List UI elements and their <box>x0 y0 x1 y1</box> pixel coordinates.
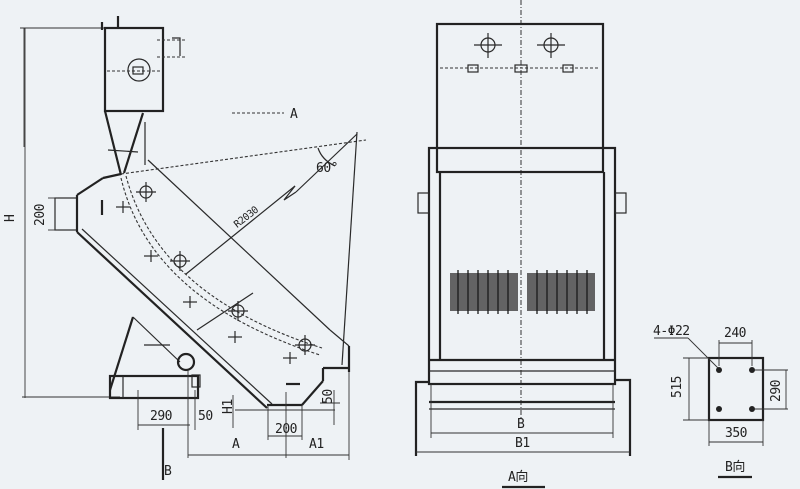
view-arrow-B: B <box>164 464 172 479</box>
dim-B: B <box>517 417 525 432</box>
dim-height-H1: H1 <box>221 399 236 414</box>
dim-height-H: H <box>3 214 18 222</box>
dim-plate-350: 350 <box>725 426 747 441</box>
view-arrow-A: A <box>290 107 298 122</box>
dim-B1: B1 <box>515 436 530 451</box>
screen-mesh-left <box>450 273 518 311</box>
view-title-B: B向 <box>725 460 745 475</box>
dim-outlet-200: 200 <box>275 422 297 437</box>
dim-offset-50-left: 50 <box>198 409 213 424</box>
dim-plate-515: 515 <box>670 376 685 398</box>
dim-A: A <box>232 437 240 452</box>
dim-offset-50-right: 50 <box>321 389 336 404</box>
dim-hole-spacing-240: 240 <box>724 326 746 341</box>
dim-angle-60: 60° <box>316 161 338 176</box>
screen-mesh-right <box>527 273 595 311</box>
dim-holes-4-phi22: 4-Φ22 <box>653 324 690 339</box>
dim-A1: A1 <box>309 437 324 452</box>
dim-inlet-200: 200 <box>33 204 48 226</box>
dim-hole-spacing-290: 290 <box>769 380 784 402</box>
dim-base-290: 290 <box>150 409 172 424</box>
view-title-A: A向 <box>508 470 528 485</box>
